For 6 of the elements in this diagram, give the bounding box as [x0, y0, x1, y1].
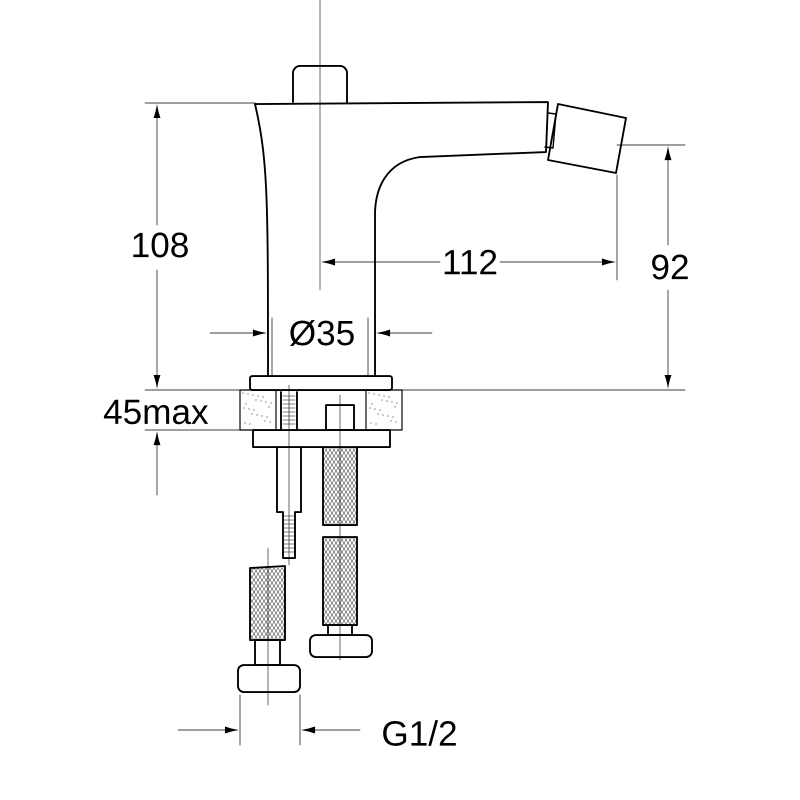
dimension-label: 108 [130, 231, 190, 259]
dimension-label: 112 [440, 248, 500, 276]
dimension-label: G1/2 [380, 718, 459, 748]
dimension-label: 92 [649, 253, 691, 281]
dimension-label: Ø35 [288, 318, 356, 348]
dimension-label: 45max [102, 398, 210, 426]
